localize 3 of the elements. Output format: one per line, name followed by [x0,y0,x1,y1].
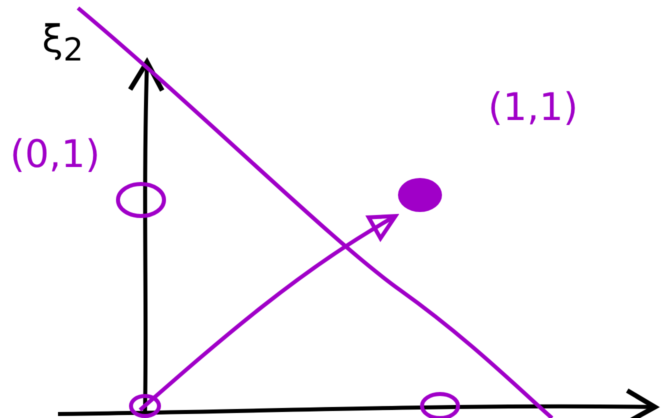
point-label: (1,1) [488,88,578,126]
point-label: (0,1) [10,135,100,173]
axis-label: ξ$_{2}$ [42,20,84,68]
